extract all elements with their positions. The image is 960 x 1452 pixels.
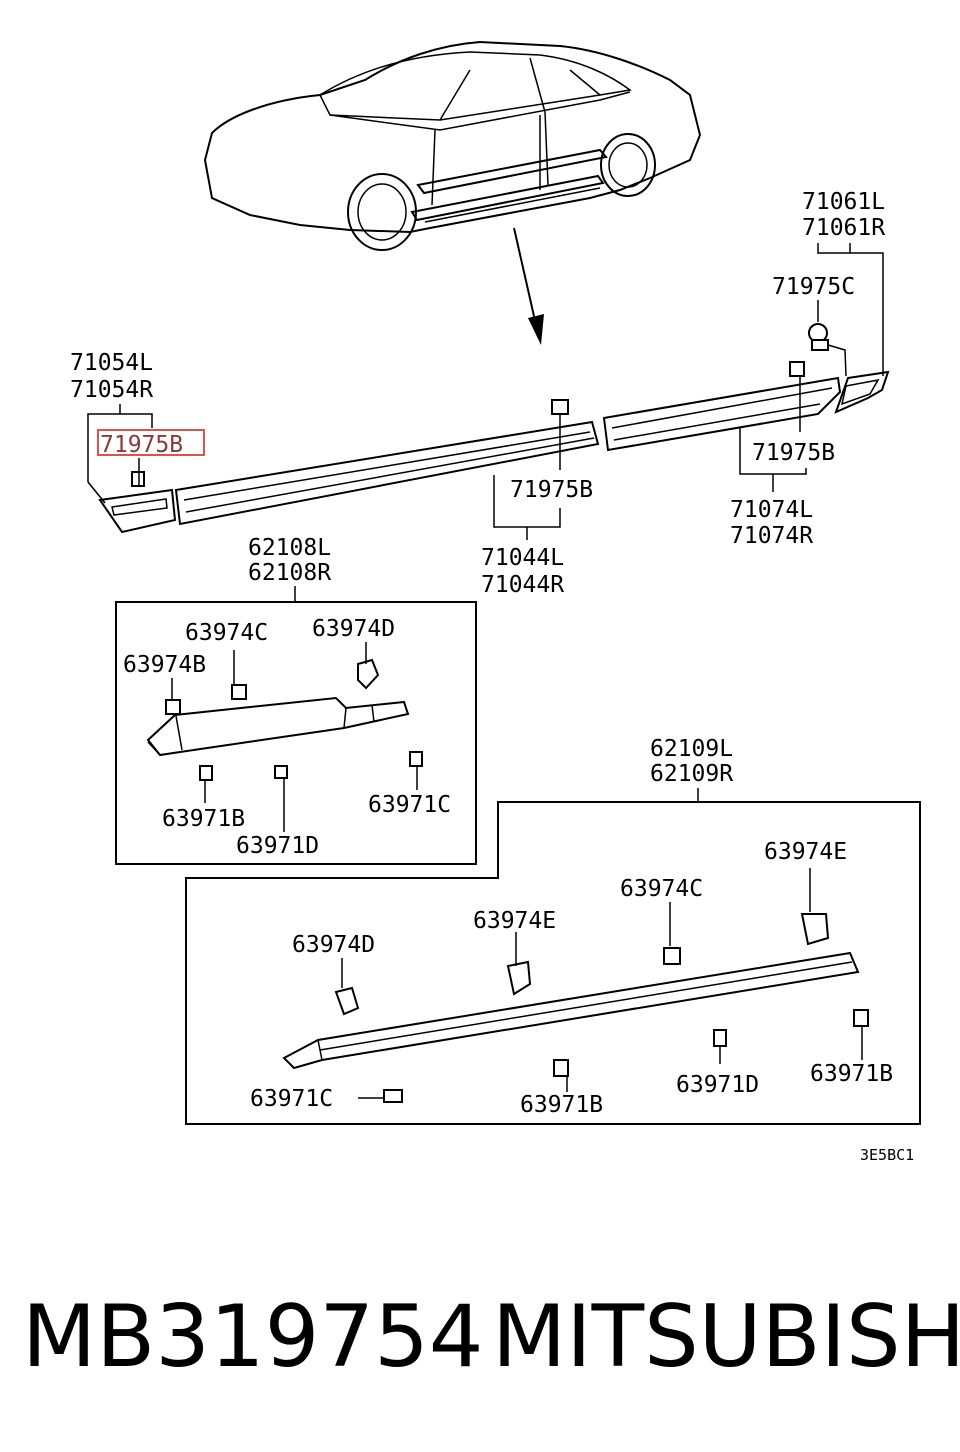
box-62108: 62108L 62108R 63974C 63974D 63974B 63971…: [115, 535, 477, 865]
label-box1-63974c: 63974C: [185, 620, 268, 646]
label-box2-63971c: 63971C: [250, 1086, 333, 1112]
label-box1-63971c: 63971C: [368, 792, 451, 818]
label-62108l: 62108L: [248, 535, 331, 561]
label-71044l: 71044L: [481, 545, 564, 571]
label-box2-63971d: 63971D: [676, 1072, 759, 1098]
label-62109r: 62109R: [650, 761, 733, 787]
side-molding-assembly: [98, 323, 890, 534]
label-box2-63974e-mid: 63974E: [473, 908, 556, 934]
label-71074l: 71074L: [730, 497, 813, 523]
highlight-box: [97, 429, 205, 456]
label-62108r: 62108R: [248, 560, 331, 586]
label-box2-63974e-right: 63974E: [764, 839, 847, 865]
label-71054r: 71054R: [70, 377, 153, 403]
label-71975c: 71975C: [772, 274, 855, 300]
box-62109: 62109L 62109R 63974E 63974C 63974E 63974…: [185, 736, 921, 1125]
label-box2-63971b-right: 63971B: [810, 1061, 893, 1087]
brand-name: MITSUBISHI: [492, 1287, 960, 1387]
label-box2-63974c: 63974C: [620, 876, 703, 902]
label-62109l: 62109L: [650, 736, 733, 762]
part-number: MB319754: [22, 1287, 484, 1387]
leader-lines-top: [87, 243, 884, 540]
label-71975b-center: 71975B: [510, 477, 593, 503]
label-box1-63971b: 63971B: [162, 806, 245, 832]
label-71074r: 71074R: [730, 523, 813, 549]
label-71975b-highlighted: 71975B: [100, 432, 183, 458]
label-box2-63971b-mid: 63971B: [520, 1092, 603, 1118]
labels-top: 71054L 71054R 71975B 71975B 71044L 71044…: [70, 189, 885, 598]
label-71975b-right: 71975B: [752, 440, 835, 466]
label-box1-63974d: 63974D: [312, 616, 395, 642]
arrow-down-icon: [513, 227, 544, 345]
label-71061r: 71061R: [802, 215, 885, 241]
label-71061l: 71061L: [802, 189, 885, 215]
label-box1-63974b: 63974B: [123, 652, 206, 678]
label-box1-63971d: 63971D: [236, 833, 319, 859]
label-71044r: 71044R: [481, 572, 564, 598]
car-illustration: [203, 40, 702, 251]
label-box2-63974d: 63974D: [292, 932, 375, 958]
diagram-code: 3E5BC1: [860, 1146, 914, 1164]
label-71054l: 71054L: [70, 350, 153, 376]
